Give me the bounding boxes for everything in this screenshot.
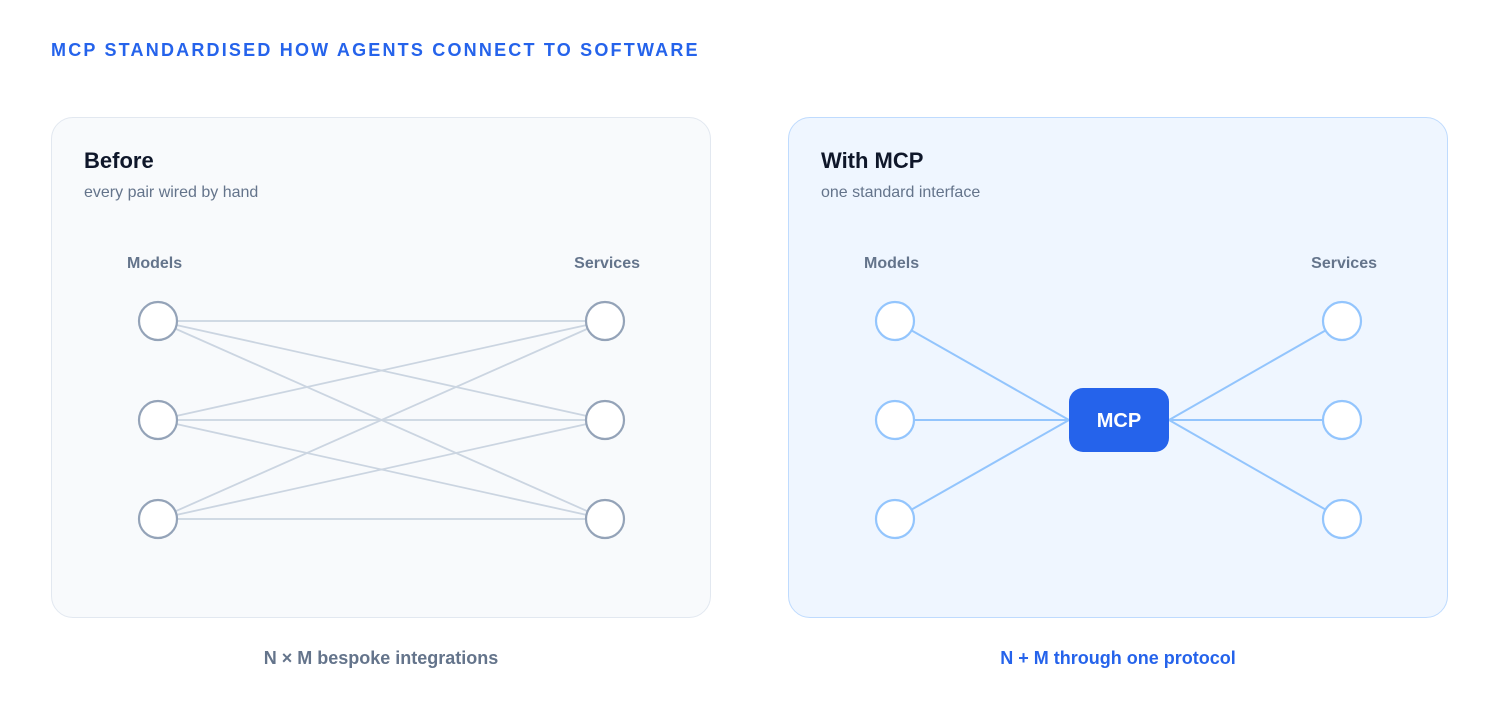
mcp-diagram: MCP (874, 300, 1363, 540)
spoke-line (894, 419, 1070, 520)
model-node (137, 300, 179, 342)
model-node (874, 300, 916, 342)
connection-line (157, 320, 606, 520)
mcp-services-label: Services (1311, 255, 1377, 272)
mcp-caption: N + M through one protocol (1000, 648, 1236, 668)
spoke-line (1168, 320, 1343, 421)
spoke-line (1168, 419, 1343, 520)
before-subtitle: every pair wired by hand (84, 184, 259, 201)
mcp-models-label: Models (864, 255, 920, 272)
service-node (1321, 300, 1363, 342)
model-node (874, 498, 916, 540)
model-node (137, 399, 179, 441)
service-node (584, 498, 626, 540)
mcp-title: With MCP (821, 148, 924, 173)
connection-line (157, 419, 606, 520)
before-diagram (137, 300, 626, 540)
service-node (584, 399, 626, 441)
service-node (1321, 399, 1363, 441)
before-caption: N × M bespoke integrations (263, 648, 499, 668)
service-node (1321, 498, 1363, 540)
before-panel: Before every pair wired by hand Models S… (51, 117, 711, 618)
mcp-hub-label: MCP (1097, 410, 1141, 432)
mcp-hub (1069, 388, 1169, 452)
spoke-line (894, 320, 1070, 421)
model-node (874, 399, 916, 441)
before-models-label: Models (127, 255, 183, 272)
before-services-label: Services (574, 255, 640, 272)
mcp-subtitle: one standard interface (821, 184, 981, 201)
service-node (584, 300, 626, 342)
mcp-panel: With MCP one standard interface Models S… (788, 117, 1448, 618)
connection-line (157, 320, 606, 421)
model-node (137, 498, 179, 540)
before-title: Before (84, 148, 154, 173)
page-heading: MCP STANDARDISED HOW AGENTS CONNECT TO S… (51, 40, 700, 60)
